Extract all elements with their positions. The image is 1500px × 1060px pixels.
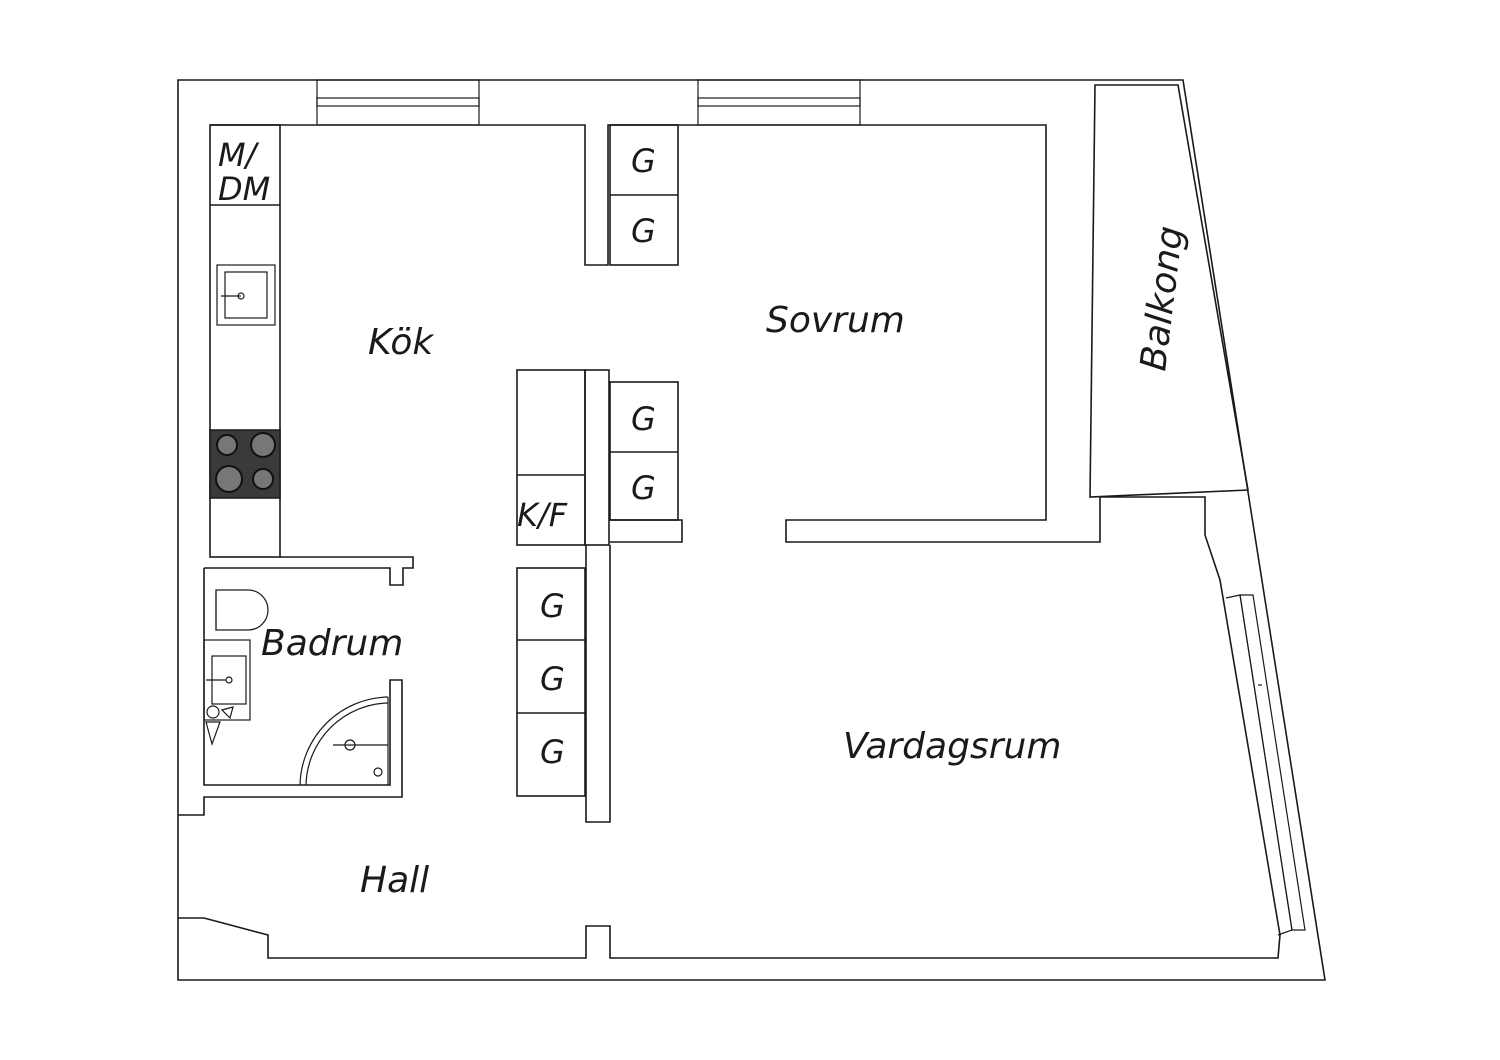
balcony-outline <box>1089 84 1249 498</box>
wardrobe-label: G <box>631 142 656 180</box>
kitchen-counter: M/ DM <box>209 124 281 558</box>
room-label-bathroom: Badrum <box>261 623 403 664</box>
shower-icon <box>299 696 389 786</box>
washing-machine-icon <box>205 705 234 746</box>
dishwasher-label-line1: M/ <box>218 136 260 174</box>
wardrobe-bottom <box>516 545 611 823</box>
wardrobe-label: G <box>631 400 656 438</box>
room-label-kitchen: Kök <box>368 322 435 363</box>
outer-wall <box>177 79 1326 981</box>
window-kitchen-top <box>316 79 480 126</box>
room-label-living: Vardagsrum <box>843 726 1061 767</box>
wardrobe-label: G <box>540 587 565 625</box>
wardrobe-top <box>609 124 679 266</box>
window-bedroom-top <box>697 79 861 126</box>
stove-icon <box>209 429 281 499</box>
wardrobe-label: G <box>631 469 656 507</box>
bathroom-walls <box>178 568 403 816</box>
window-living-right <box>1225 594 1306 936</box>
wardrobe-middle <box>609 381 683 543</box>
room-label-balcony: Balkong <box>1133 224 1191 373</box>
fridge-freezer-label: K/F <box>517 496 568 534</box>
interior-wall-outline <box>178 124 1281 959</box>
room-label-bedroom: Sovrum <box>766 300 905 341</box>
dishwasher-label-line2: DM <box>218 170 270 208</box>
wardrobe-label: G <box>540 733 565 771</box>
wardrobe-label: G <box>540 660 565 698</box>
room-label-hall: Hall <box>360 860 429 901</box>
washbasin-icon <box>203 639 251 721</box>
fridge-freezer <box>516 369 610 546</box>
toilet-icon <box>215 589 269 631</box>
wardrobe-label: G <box>631 212 656 250</box>
kitchen-bottom-wall <box>204 556 414 586</box>
kitchen-sink-icon <box>216 264 276 326</box>
